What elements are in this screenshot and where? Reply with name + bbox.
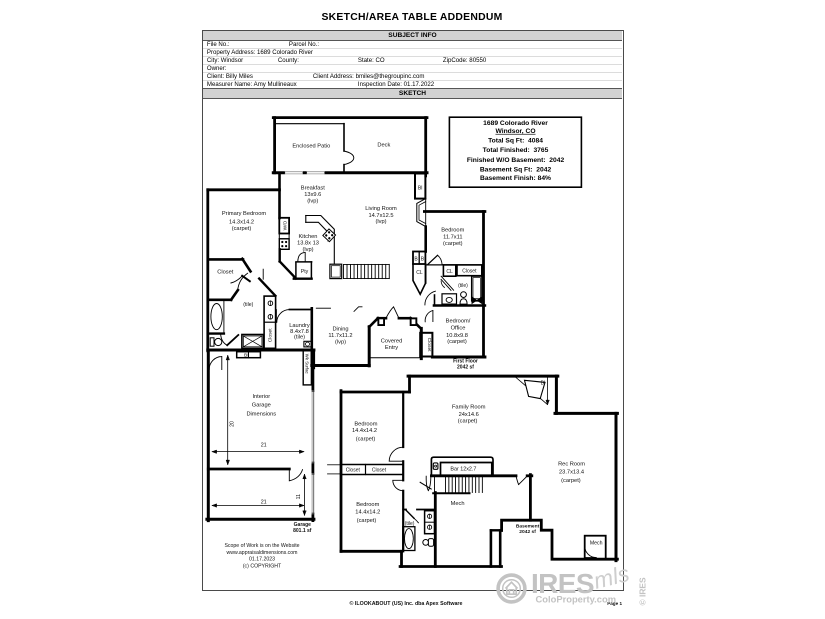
svg-text:Closet: Closet — [372, 468, 387, 474]
svg-text:Office: Office — [451, 326, 466, 332]
svg-text:Covered: Covered — [381, 339, 403, 345]
svg-text:20: 20 — [230, 421, 236, 427]
svg-text:Closet: Closet — [217, 269, 234, 275]
svg-text:Closet: Closet — [462, 269, 477, 275]
svg-text:Windsor, CO: Windsor, CO — [495, 128, 535, 135]
svg-text:Rec Room: Rec Room — [558, 461, 585, 467]
svg-text:BI: BI — [541, 380, 546, 386]
svg-text:14.4x14.2: 14.4x14.2 — [355, 510, 380, 516]
svg-text:(lvp): (lvp) — [302, 247, 313, 253]
svg-text:Closet: Closet — [346, 468, 361, 474]
svg-text:Kitchen: Kitchen — [299, 234, 318, 240]
svg-text:Bedroom/: Bedroom/ — [446, 319, 471, 325]
svg-text:(tile): (tile) — [294, 335, 305, 341]
svg-text:W/O: W/O — [283, 221, 289, 231]
svg-text:B: B — [421, 256, 425, 262]
svg-text:01.17.2023: 01.17.2023 — [249, 557, 275, 563]
svg-text:www.appraisaldimensions.com: www.appraisaldimensions.com — [227, 550, 298, 556]
svg-text:14.7x12.5: 14.7x12.5 — [369, 213, 394, 219]
svg-text:B: B — [414, 256, 418, 262]
svg-text:(lvp): (lvp) — [335, 339, 346, 345]
svg-text:Finished W/O Basement: 2042: Finished W/O Basement: 2042 — [467, 157, 565, 164]
svg-text:Pty: Pty — [301, 269, 309, 275]
svg-text:Total Finished: 3765: Total Finished: 3765 — [483, 147, 549, 154]
svg-text:(carpet): (carpet) — [447, 339, 467, 345]
svg-text:(lvp): (lvp) — [375, 219, 386, 225]
svg-text:CL: CL — [446, 269, 453, 275]
svg-text:Basement: Basement — [516, 523, 540, 529]
svg-text:2042 sf: 2042 sf — [457, 365, 474, 371]
svg-text:(carpet): (carpet) — [458, 419, 478, 425]
svg-text:2042 sf: 2042 sf — [519, 529, 536, 535]
svg-text:14.4x14.2: 14.4x14.2 — [352, 428, 377, 434]
svg-text:Wk Surfac: Wk Surfac — [305, 354, 310, 375]
svg-text:Mech: Mech — [590, 540, 603, 546]
svg-text:mls: mls — [591, 560, 632, 594]
svg-text:Breakfast: Breakfast — [301, 186, 325, 192]
svg-text:13x9.6: 13x9.6 — [304, 192, 321, 198]
svg-text:8.4x7.8: 8.4x7.8 — [290, 329, 309, 335]
svg-text:(tile): (tile) — [458, 283, 468, 289]
svg-text:(carpet): (carpet) — [561, 478, 581, 484]
svg-text:CL: CL — [416, 270, 423, 276]
svg-text:Dimensions: Dimensions — [246, 412, 276, 418]
svg-text:(carpet): (carpet) — [356, 436, 376, 442]
svg-text:24x14.6: 24x14.6 — [459, 412, 479, 418]
svg-text:Enclosed Patio: Enclosed Patio — [292, 143, 330, 149]
svg-text:Scope of Work is on the Websit: Scope of Work is on the Website — [224, 543, 299, 549]
svg-text:Garage: Garage — [252, 402, 271, 408]
svg-text:1689 Colorado River: 1689 Colorado River — [483, 120, 548, 127]
svg-text:10.8x9.8: 10.8x9.8 — [446, 333, 468, 339]
svg-text:Laundry: Laundry — [289, 323, 310, 329]
svg-text:ColoProperty.com: ColoProperty.com — [536, 594, 617, 605]
svg-text:Mech: Mech — [451, 501, 465, 507]
svg-text:(carpet): (carpet) — [357, 518, 377, 524]
svg-text:(tile): (tile) — [405, 521, 415, 527]
svg-text:(carpet): (carpet) — [443, 241, 463, 247]
svg-text:11.7x11.2: 11.7x11.2 — [328, 333, 352, 339]
svg-text:BI: BI — [244, 352, 249, 358]
svg-text:Bedroom: Bedroom — [441, 228, 464, 234]
svg-text:(carpet): (carpet) — [232, 226, 252, 232]
svg-text:Closet: Closet — [426, 338, 432, 353]
svg-text:21: 21 — [261, 443, 267, 449]
svg-text:Total Sq Ft: 4084: Total Sq Ft: 4084 — [488, 137, 543, 144]
svg-text:Family Room: Family Room — [452, 405, 486, 411]
svg-text:BI: BI — [418, 186, 423, 192]
svg-text:14.3x14.2: 14.3x14.2 — [229, 220, 254, 226]
svg-text:Dining: Dining — [332, 326, 348, 332]
svg-text:Bar 12x2.7: Bar 12x2.7 — [450, 467, 476, 473]
svg-text:Living Room: Living Room — [365, 206, 397, 212]
svg-text:Bedroom: Bedroom — [356, 502, 379, 508]
svg-text:Closet: Closet — [268, 328, 274, 343]
svg-text:(tile): (tile) — [243, 302, 253, 308]
svg-text:First Floor: First Floor — [453, 359, 478, 365]
svg-text:Interior: Interior — [252, 394, 270, 400]
svg-text:11.7x11: 11.7x11 — [443, 235, 462, 241]
svg-text:Deck: Deck — [377, 143, 390, 149]
svg-text:© IRES: © IRES — [638, 577, 648, 605]
svg-text:21: 21 — [261, 500, 267, 506]
svg-text:11: 11 — [296, 494, 302, 499]
svg-text:13.8x 13: 13.8x 13 — [297, 241, 319, 247]
svg-text:Primary Bedroom: Primary Bedroom — [222, 211, 267, 217]
svg-text:Bedroom: Bedroom — [354, 421, 377, 427]
svg-text:(c) COPYRIGHT: (c) COPYRIGHT — [243, 564, 282, 570]
svg-text:23.7x13.4: 23.7x13.4 — [559, 470, 584, 476]
svg-text:IRES: IRES — [531, 568, 594, 599]
svg-text:Basement Finish: 84%: Basement Finish: 84% — [480, 175, 551, 182]
svg-text:Basement Sq Ft: 2042: Basement Sq Ft: 2042 — [480, 167, 552, 174]
svg-text:801.1 sf: 801.1 sf — [293, 528, 312, 534]
svg-text:Entry: Entry — [385, 345, 398, 351]
svg-text:(lvp): (lvp) — [307, 198, 318, 204]
svg-text:Garage: Garage — [294, 522, 311, 528]
